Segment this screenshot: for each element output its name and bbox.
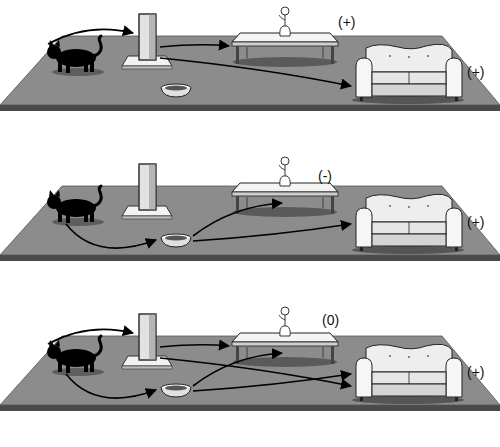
path-arrow xyxy=(66,374,156,398)
table-rating: (0) xyxy=(322,312,339,328)
sofa-rating: (+) xyxy=(467,364,485,380)
path-arrow xyxy=(66,224,156,248)
path-arrow xyxy=(160,358,351,386)
path-arrow xyxy=(193,203,282,236)
path-arrow xyxy=(160,45,229,47)
path-arrows xyxy=(48,29,351,398)
sofa-rating: (+) xyxy=(467,64,485,80)
table-rating: (+) xyxy=(338,14,356,30)
scene-panel xyxy=(0,307,500,411)
path-arrow xyxy=(48,329,133,344)
path-arrow xyxy=(193,353,282,386)
path-arrow xyxy=(48,29,133,44)
scene-panel xyxy=(0,7,500,111)
path-arrow xyxy=(160,58,351,86)
path-arrow xyxy=(193,224,351,241)
sofa-rating: (+) xyxy=(467,214,485,230)
table-rating: (-) xyxy=(318,168,332,184)
path-arrow xyxy=(193,374,351,391)
path-arrow xyxy=(160,345,229,347)
scene-panel xyxy=(0,157,500,261)
